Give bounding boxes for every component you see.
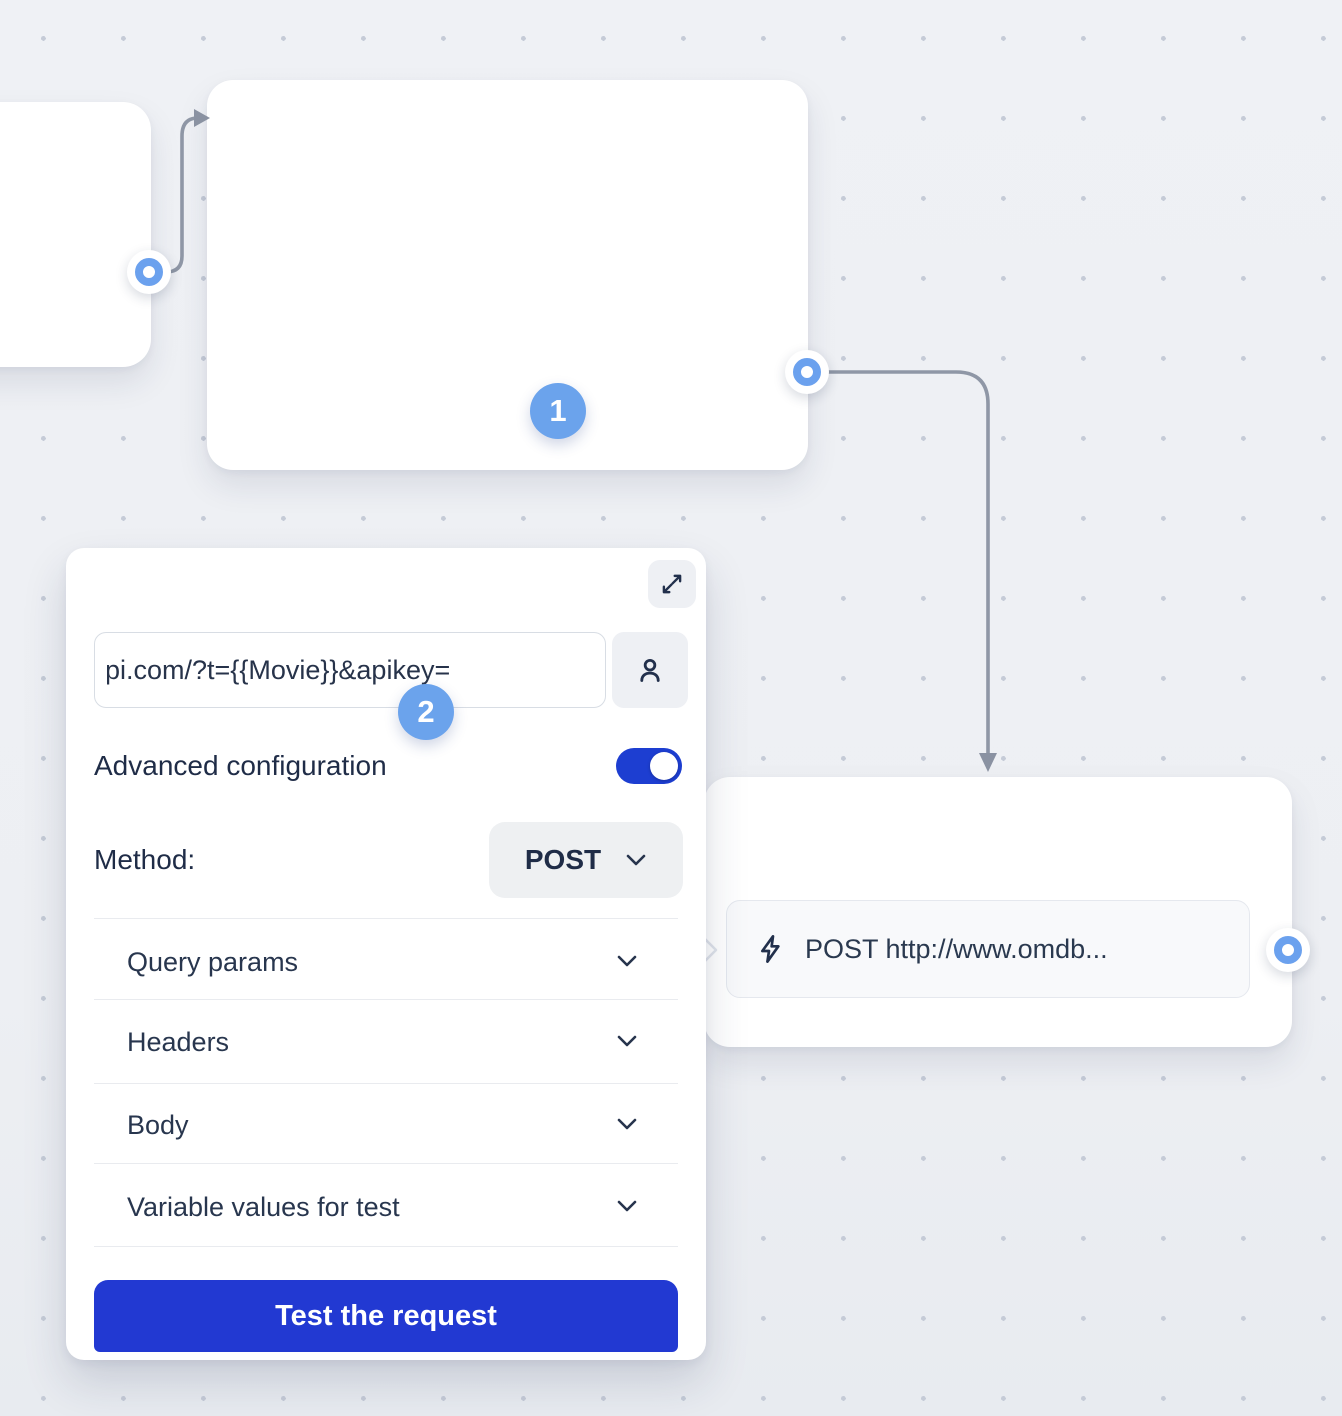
chevron-down-icon[interactable] xyxy=(616,1034,638,1048)
lightning-icon xyxy=(755,933,787,965)
method-label: Method: xyxy=(94,844,196,875)
expand-button[interactable] xyxy=(648,560,696,608)
step-badge-1: 1 xyxy=(530,383,586,439)
chevron-down-icon[interactable] xyxy=(616,954,638,968)
advanced-configuration-toggle[interactable] xyxy=(616,748,682,784)
divider xyxy=(94,999,678,1000)
divider xyxy=(94,1083,678,1084)
divider xyxy=(94,918,678,919)
expand-icon xyxy=(659,571,685,597)
step-badge-2: 2 xyxy=(398,684,454,740)
person-icon xyxy=(633,653,667,687)
divider xyxy=(94,1246,678,1247)
arrowhead-right-icon xyxy=(194,109,210,127)
omdb-request-item[interactable]: POST http://www.omdb... xyxy=(726,900,1250,998)
partial-node-output-port[interactable] xyxy=(135,258,163,286)
method-dropdown[interactable]: POST xyxy=(489,822,683,898)
request-url-input[interactable] xyxy=(94,632,606,708)
method-value: POST xyxy=(524,844,602,875)
chevron-down-icon[interactable] xyxy=(616,1199,638,1213)
omdb-output-port[interactable] xyxy=(1274,936,1302,964)
section-variable-values[interactable]: Variable values for test xyxy=(127,1192,400,1222)
person-button[interactable] xyxy=(612,632,688,708)
section-headers[interactable]: Headers xyxy=(127,1027,230,1057)
movie-search-output-port[interactable] xyxy=(793,358,821,386)
test-request-button[interactable]: Test the request xyxy=(94,1280,678,1352)
omdb-item-label: POST http://www.omdb... xyxy=(805,933,1108,964)
chevron-down-icon[interactable] xyxy=(616,1117,638,1131)
advanced-configuration-label: Advanced configuration xyxy=(94,750,387,781)
section-query-params[interactable]: Query params xyxy=(127,947,299,977)
arrowhead-down-icon xyxy=(979,753,997,772)
chevron-down-icon xyxy=(626,854,646,866)
movie-search-node[interactable] xyxy=(207,80,808,470)
toggle-knob xyxy=(650,752,678,780)
divider xyxy=(94,1163,678,1164)
section-body[interactable]: Body xyxy=(127,1110,189,1140)
webhook-config-panel: Advanced configuration Method: POST Quer… xyxy=(66,548,706,1360)
partial-node-card[interactable] xyxy=(0,102,151,367)
